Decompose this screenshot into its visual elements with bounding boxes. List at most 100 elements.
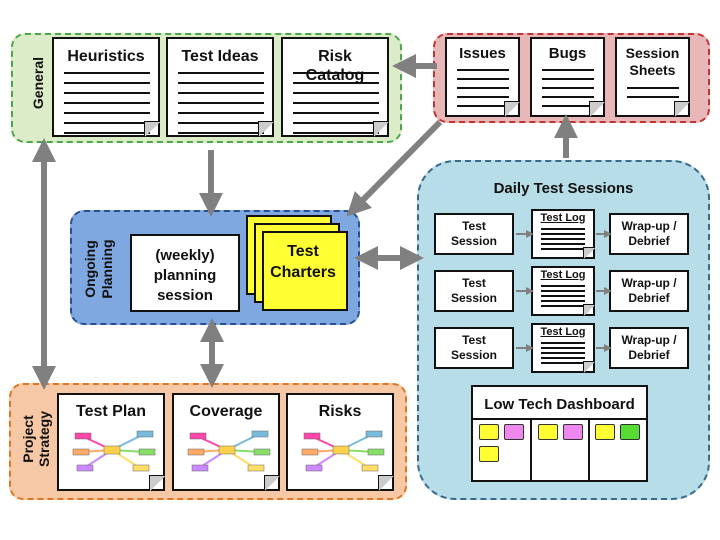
wrap-up-debrief-text: Wrap-up / Debrief (621, 219, 677, 248)
feedback-doc-2[interactable]: Session Sheets (615, 37, 690, 117)
text-line (64, 112, 150, 114)
test-session-text: Test Session (450, 333, 498, 362)
test-log-title: Test Log (540, 269, 586, 281)
wrap-up-debrief-text: Wrap-up / Debrief (621, 333, 677, 362)
dashboard-title: Low Tech Dashboard (484, 396, 635, 413)
sticky-note (620, 424, 640, 440)
text-line (541, 352, 585, 354)
mind-map-icon (72, 430, 156, 472)
text-line (541, 295, 585, 297)
text-line (627, 87, 679, 89)
text-line (64, 92, 150, 94)
text-line (293, 72, 379, 74)
test-session-box[interactable]: Test Session (434, 327, 514, 369)
general-doc-1[interactable]: Test Ideas (166, 37, 274, 137)
text-line (542, 78, 594, 80)
general-doc-0-title: Heuristics (67, 48, 145, 65)
test-session-box[interactable]: Test Session (434, 213, 514, 255)
page-curl-icon (504, 101, 520, 117)
text-line (541, 290, 585, 292)
text-line (457, 96, 509, 98)
text-line (178, 112, 264, 114)
strategy-doc-2[interactable]: Risks (286, 393, 394, 491)
text-line (541, 347, 585, 349)
test-log-doc[interactable]: Test Log (531, 266, 595, 316)
text-line (64, 102, 150, 104)
strategy-doc-0-title: Test Plan (76, 403, 146, 420)
strategy-doc-1[interactable]: Coverage (172, 393, 280, 491)
page-curl-icon (589, 101, 605, 117)
arrow-feedback-to-planning (346, 119, 443, 217)
test-log-title: Test Log (540, 212, 586, 224)
text-line (64, 82, 150, 84)
wrap-up-debrief-box[interactable]: Wrap-up / Debrief (609, 270, 689, 312)
feedback-doc-0-title: Issues (459, 45, 506, 62)
text-line (178, 72, 264, 74)
text-line (178, 132, 264, 134)
text-line (64, 122, 150, 124)
test-session-text: Test Session (450, 276, 498, 305)
low-tech-dashboard[interactable]: Low Tech Dashboard (471, 385, 648, 482)
text-line (293, 82, 379, 84)
test-log-title: Test Log (540, 326, 586, 338)
text-line (293, 112, 379, 114)
planning-session-text: (weekly) planning session (153, 247, 217, 304)
text-line (541, 357, 585, 359)
page-curl-icon (583, 304, 595, 316)
page-curl-icon (378, 475, 394, 491)
dashboard-divider (530, 418, 532, 480)
mind-map-icon (187, 430, 271, 472)
text-line (541, 248, 585, 250)
text-line (64, 72, 150, 74)
text-line (542, 96, 594, 98)
page-curl-icon (674, 101, 690, 117)
text-line (457, 69, 509, 71)
test-charters-text: Test Charters (270, 243, 336, 281)
text-line (541, 233, 585, 235)
test-session-box[interactable]: Test Session (434, 270, 514, 312)
test-session-text: Test Session (450, 219, 498, 248)
test-charters-stack[interactable]: Test Charters (246, 215, 350, 315)
page-curl-icon (373, 121, 389, 137)
page-curl-icon (144, 121, 160, 137)
sticky-note (595, 424, 615, 440)
sticky-note (504, 424, 524, 440)
text-line (541, 243, 585, 245)
wrap-up-debrief-box[interactable]: Wrap-up / Debrief (609, 327, 689, 369)
sticky-note (479, 424, 499, 440)
sticky-note (538, 424, 558, 440)
text-line (542, 69, 594, 71)
dashboard-divider (473, 418, 646, 420)
general-doc-2[interactable]: Risk Catalog (281, 37, 389, 137)
general-doc-0[interactable]: Heuristics (52, 37, 160, 137)
text-line (542, 105, 594, 107)
strategy-doc-2-title: Risks (318, 403, 362, 420)
text-line (541, 228, 585, 230)
feedback-doc-0[interactable]: Issues (445, 37, 520, 117)
test-log-doc[interactable]: Test Log (531, 323, 595, 373)
strategy-doc-1-title: Coverage (189, 403, 263, 420)
text-line (627, 96, 679, 98)
page-curl-icon (264, 475, 280, 491)
text-line (457, 105, 509, 107)
wrap-up-debrief-text: Wrap-up / Debrief (621, 276, 677, 305)
text-line (178, 92, 264, 94)
text-line (542, 87, 594, 89)
page-curl-icon (258, 121, 274, 137)
feedback-doc-1-title: Bugs (548, 45, 587, 62)
text-line (293, 132, 379, 134)
general-doc-2-title: Risk Catalog (305, 48, 365, 84)
text-line (293, 102, 379, 104)
page-curl-icon (583, 247, 595, 259)
planning-session-box[interactable]: (weekly) planning session (130, 234, 240, 312)
sticky-note (563, 424, 583, 440)
text-line (178, 122, 264, 124)
text-line (541, 285, 585, 287)
test-log-doc[interactable]: Test Log (531, 209, 595, 259)
page-curl-icon (583, 361, 595, 373)
sticky-note (479, 446, 499, 462)
text-line (541, 300, 585, 302)
feedback-doc-2-title: Session Sheets (625, 45, 680, 78)
strategy-doc-0[interactable]: Test Plan (57, 393, 165, 491)
